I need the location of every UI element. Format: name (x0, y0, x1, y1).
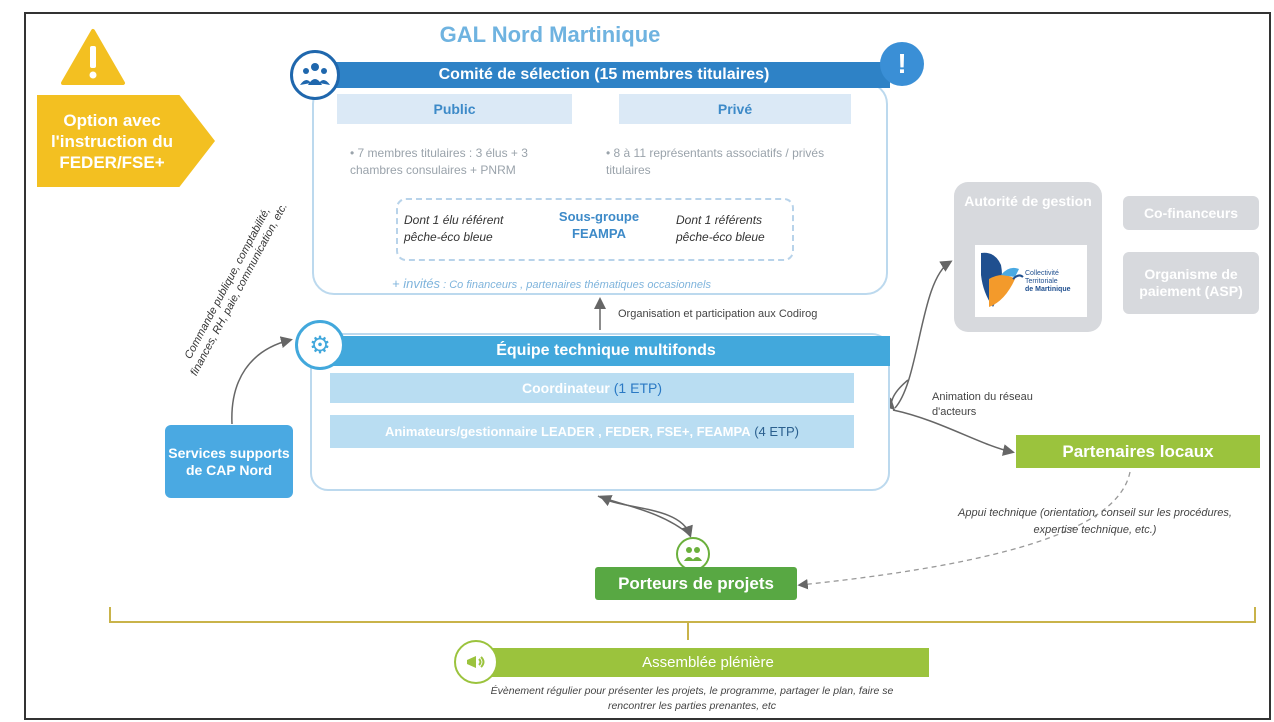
warning-icon (61, 29, 125, 85)
services-supports-box: Services supports de CAP Nord (165, 425, 293, 498)
svg-text:de Martinique: de Martinique (1025, 286, 1071, 293)
asp-box: Organisme de paiement (ASP) (1123, 252, 1259, 314)
animateurs-bar: Animateurs/gestionnaire LEADER , FEDER, … (330, 415, 854, 448)
invites-lead: + invités (392, 276, 441, 291)
feampa-subgroup-box (396, 198, 794, 261)
autorite-title: Autorité de gestion (964, 193, 1092, 209)
partenaires-locaux-box: Partenaires locaux (1016, 435, 1260, 468)
ctm-logo: Collectivité Territoriale de Martinique (975, 245, 1087, 317)
option-label: Option avec l'instruction du FEDER/FSE+ (50, 110, 174, 172)
bird-logo: Collectivité Territoriale de Martinique (981, 252, 1071, 307)
invites-text: : Co financeurs , partenaires thématique… (443, 279, 711, 291)
feampa-left-text: Dont 1 élu référent pêche-éco bleue (404, 213, 504, 244)
gear-icon: ⚙ (295, 320, 345, 370)
coordinateur-etp: (1 ETP) (613, 380, 662, 396)
feampa-subgroup-label: Sous-groupe FEAMPA (558, 209, 640, 241)
animateurs-etp: (4 ETP) (754, 424, 800, 439)
feampa-right-text: Dont 1 référents pêche-éco bleue (676, 213, 765, 244)
exclamation-icon: ! (880, 42, 924, 86)
public-header: Public (337, 94, 572, 124)
cofinanceurs-box: Co-financeurs (1123, 196, 1259, 230)
megaphone-icon (454, 640, 498, 684)
public-members-text: • 7 membres titulaires : 3 élus + 3 cham… (350, 146, 528, 177)
prive-members-text: • 8 à 11 représentants associatifs / pri… (606, 146, 825, 177)
coordinateur-bar: Coordinateur (1 ETP) (330, 373, 854, 403)
people-icon (676, 537, 710, 571)
invites-line: + invités : Co financeurs , partenaires … (392, 276, 822, 291)
equipe-title-bar: Équipe technique multifonds (322, 336, 890, 366)
svg-text:Collectivité: Collectivité (1025, 270, 1059, 277)
assemblee-title-bar: Assemblée plénière (487, 648, 929, 677)
coordinateur-label: Coordinateur (521, 380, 610, 396)
svg-text:Territoriale: Territoriale (1025, 278, 1058, 285)
appui-technique-text: Appui technique (orientation, conseil su… (958, 507, 1232, 536)
prive-header: Privé (619, 94, 851, 124)
porteurs-projets-box: Porteurs de projets (595, 567, 797, 600)
animateurs-label: Animateurs/gestionnaire LEADER , FEDER, … (384, 424, 751, 439)
diagram-title: GAL Nord Martinique (439, 22, 661, 47)
animation-reseau-text: Animation du réseau d'acteurs (932, 391, 1033, 418)
comite-title-bar: Comité de sélection (15 membres titulair… (318, 62, 890, 88)
assemblee-description: Évènement régulier pour présenter les pr… (490, 685, 894, 712)
organisation-text: Organisation et participation aux Codiro… (618, 308, 818, 320)
committee-icon (290, 50, 340, 100)
option-arrow-shape (37, 95, 215, 187)
